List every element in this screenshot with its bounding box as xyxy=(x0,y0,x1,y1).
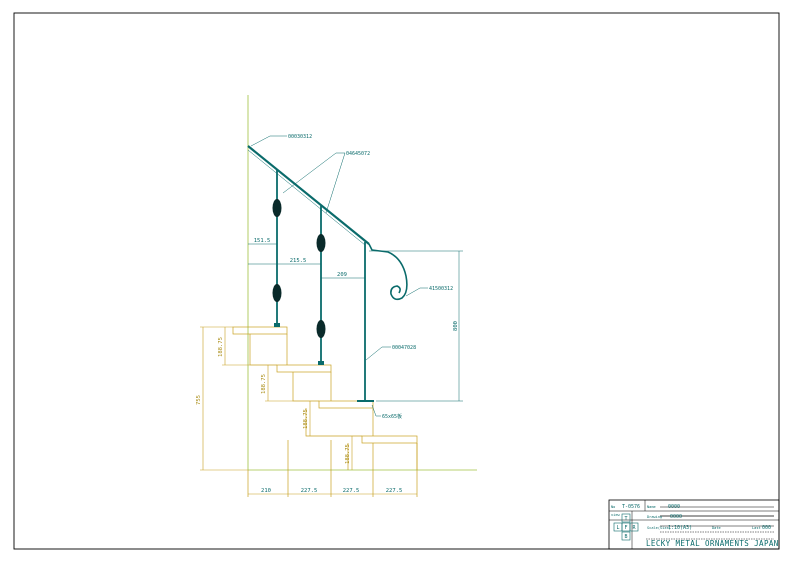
part-label-scroll: 41500312 xyxy=(429,286,453,292)
view-indicator xyxy=(613,513,639,541)
dim-label-1: 151.5 xyxy=(254,238,271,244)
stair-tread-2 xyxy=(276,364,332,373)
dim-label-3: 209 xyxy=(337,272,347,278)
view-bottom: B xyxy=(624,534,627,540)
part-label-newel: 00047028 xyxy=(392,345,416,351)
date-label: Date xyxy=(712,526,721,530)
leader-plate xyxy=(371,404,381,417)
rise-2-label: 188.75 xyxy=(261,374,267,394)
view-left: L xyxy=(616,525,619,531)
total-rise-label: 755 xyxy=(196,395,202,405)
ornament-2a xyxy=(316,234,326,252)
title-block: T L F R B No T-0576 Name 0000 view Drawi… xyxy=(608,499,780,550)
name-label: Name xyxy=(647,505,656,509)
railing-group xyxy=(247,145,408,402)
leader-scroll xyxy=(405,287,428,297)
baluster-2-foot xyxy=(318,361,324,365)
view-label: view xyxy=(611,513,620,517)
name-value: 0000 xyxy=(668,504,680,510)
rise-1-label: 188.75 xyxy=(218,337,224,357)
leader-lines xyxy=(250,135,428,417)
ornament-2b xyxy=(316,320,326,338)
ornament-1a xyxy=(272,199,282,217)
scroll-end xyxy=(368,243,408,301)
leader-newel xyxy=(365,346,391,361)
stair-tread-4 xyxy=(361,435,418,444)
dim-label-2: 215.5 xyxy=(290,258,307,264)
ornament-1b xyxy=(272,284,282,302)
run-3-label: 227.5 xyxy=(343,488,360,494)
last-label: Last xyxy=(752,526,761,530)
last-value: 000 xyxy=(762,525,771,531)
no-label: No xyxy=(611,505,615,509)
height-label: 800 xyxy=(453,321,459,331)
rise-4-label: 188.75 xyxy=(345,444,351,464)
stair-tread-1 xyxy=(232,326,288,335)
part-label-ornament: 04645072 xyxy=(346,151,370,157)
view-top: T xyxy=(624,516,627,522)
baluster-1-foot xyxy=(274,323,280,327)
leader-ornament-b xyxy=(325,152,346,214)
baluster-dimensions xyxy=(248,243,365,279)
company-name: LECKY METAL ORNAMENTS JAPAN xyxy=(646,539,779,548)
rise-3-label: 188.75 xyxy=(303,409,309,429)
ornaments xyxy=(272,199,326,338)
scale-label: Scale(Size) xyxy=(647,526,671,530)
stair-riser-3 xyxy=(305,408,362,437)
run-2-label: 227.5 xyxy=(301,488,318,494)
view-front: F xyxy=(624,525,627,531)
rise-dimensions xyxy=(200,326,353,471)
stair-tread-3 xyxy=(318,400,374,409)
handrail xyxy=(247,145,370,245)
part-label-handrail: 00030312 xyxy=(288,134,312,140)
leader-handrail-top xyxy=(250,135,287,147)
leader-ornament-a xyxy=(282,152,345,194)
stair-group xyxy=(232,326,418,497)
title-block-border xyxy=(608,499,780,550)
handrail-lower-edge xyxy=(247,149,366,246)
sheet-border xyxy=(13,12,780,550)
scale-value: 1:10(A3) xyxy=(668,525,692,531)
part-label-plate: 65x65板 xyxy=(382,413,402,420)
height-dimension xyxy=(369,250,463,402)
stair-riser-1 xyxy=(249,334,277,366)
view-right: R xyxy=(632,525,636,531)
run-1-label: 210 xyxy=(261,488,271,494)
no-value: T-0576 xyxy=(622,504,640,510)
run-4-label: 227.5 xyxy=(386,488,403,494)
stair-riser-2 xyxy=(292,372,319,402)
drawing-value: 0000 xyxy=(670,514,682,520)
drawing-label: Drawing xyxy=(647,515,662,519)
